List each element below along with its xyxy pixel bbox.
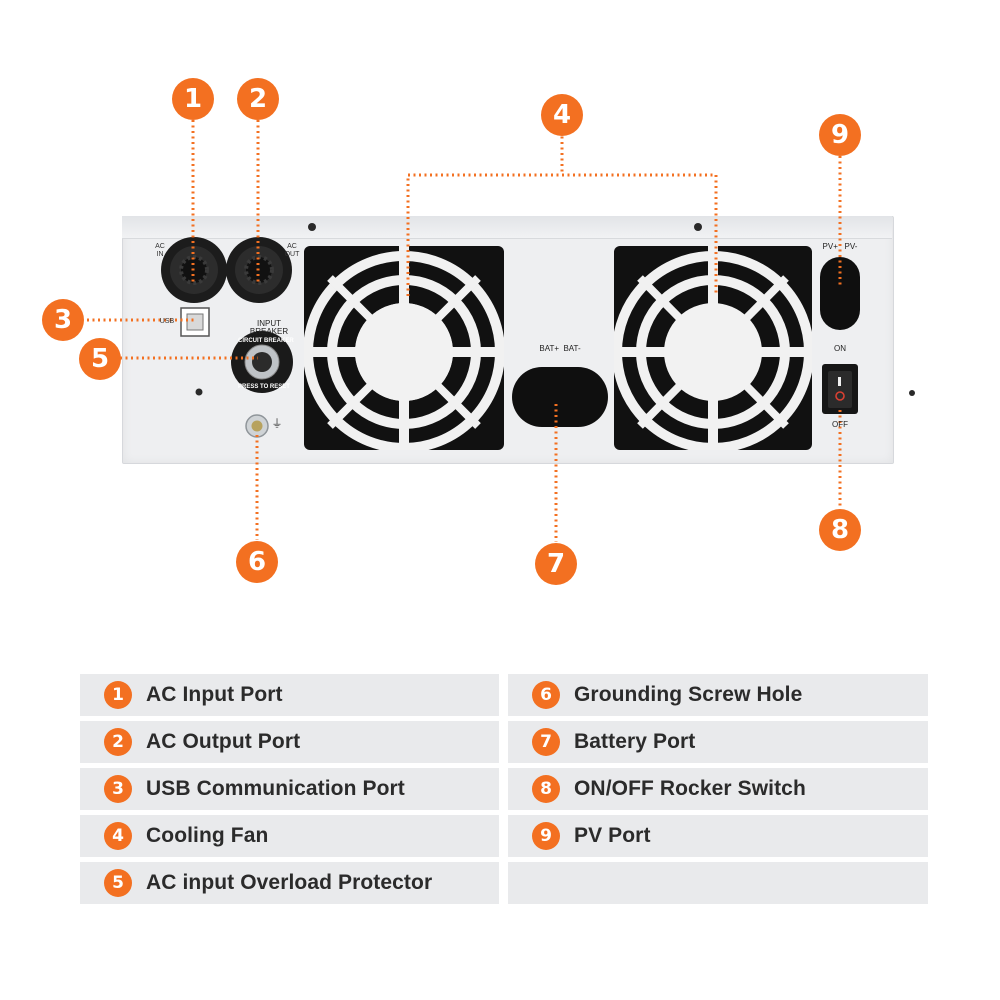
legend-number: 3 [104,775,132,803]
circuit-breaker-ring-text: CIRCUIT BREAKER [238,338,294,344]
legend-number: 8 [532,775,560,803]
legend-label: AC Output Port [146,730,301,753]
battery-terminals-label: BAT+ BAT- [539,344,581,353]
legend-number: 5 [104,869,132,897]
press-to-reset-text: PRESS TO RESET [238,384,290,390]
legend-label: Battery Port [574,730,696,753]
ac-in-label: AC IN [155,243,165,258]
pv-port [820,257,860,330]
usb-label: USB [159,318,175,325]
switch-off-label: OFF [832,420,848,429]
legend-label: ON/OFF Rocker Switch [574,777,806,800]
input-breaker-label: INPUT BREAKER [249,319,289,336]
switch-on-label: ON [834,344,846,353]
legend-number: 1 [104,681,132,709]
legend-label: Grounding Screw Hole [574,683,803,706]
leader-lines [76,120,842,542]
product-diagram: AC IN AC OUT USB INPUT BREAKER CIRCUIT B… [42,78,915,585]
panel-drawing [76,120,915,542]
legend-row: 1 AC Input Port [80,674,499,716]
callout-2: 2 [237,78,279,120]
circuit-breaker [231,331,293,393]
legend-row: 3 USB Communication Port [80,768,499,810]
ground-screw [245,414,269,438]
legend-label: AC Input Port [146,683,283,706]
legend-row: 6 Grounding Screw Hole [508,674,928,716]
legend-number: 6 [532,681,560,709]
rocker-switch [822,364,858,414]
usb-port [180,307,210,337]
callout-9: 9 [819,114,861,156]
legend-row: 7 Battery Port [508,721,928,763]
legend-label: USB Communication Port [146,777,405,800]
legend-label: PV Port [574,824,651,847]
callout-6: 6 [236,541,278,583]
legend-row: 5 AC input Overload Protector [80,862,499,904]
legend-number: 9 [532,822,560,850]
callout-4: 4 [541,94,583,136]
callout-1: 1 [172,78,214,120]
ac-out-label: AC OUT [284,243,300,258]
legend-number: 7 [532,728,560,756]
legend-label: Cooling Fan [146,824,269,847]
cooling-fan-right [614,246,812,450]
legend-number: 2 [104,728,132,756]
legend-row-empty [508,862,928,904]
legend-label: AC input Overload Protector [146,871,433,894]
panel-top-edge [122,216,892,239]
callout-8: 8 [819,509,861,551]
battery-port [512,367,608,427]
legend-number: 4 [104,822,132,850]
legend-row: 8 ON/OFF Rocker Switch [508,768,928,810]
legend-row: 9 PV Port [508,815,928,857]
callout-3: 3 [42,299,84,341]
legend-row: 4 Cooling Fan [80,815,499,857]
cooling-fan-left [304,246,504,450]
pv-terminals-label: PV+ PV- [822,242,858,251]
callout-5: 5 [79,338,121,380]
ground-symbol: ⏚ [271,418,283,430]
callout-7: 7 [535,543,577,585]
legend-row: 2 AC Output Port [80,721,499,763]
